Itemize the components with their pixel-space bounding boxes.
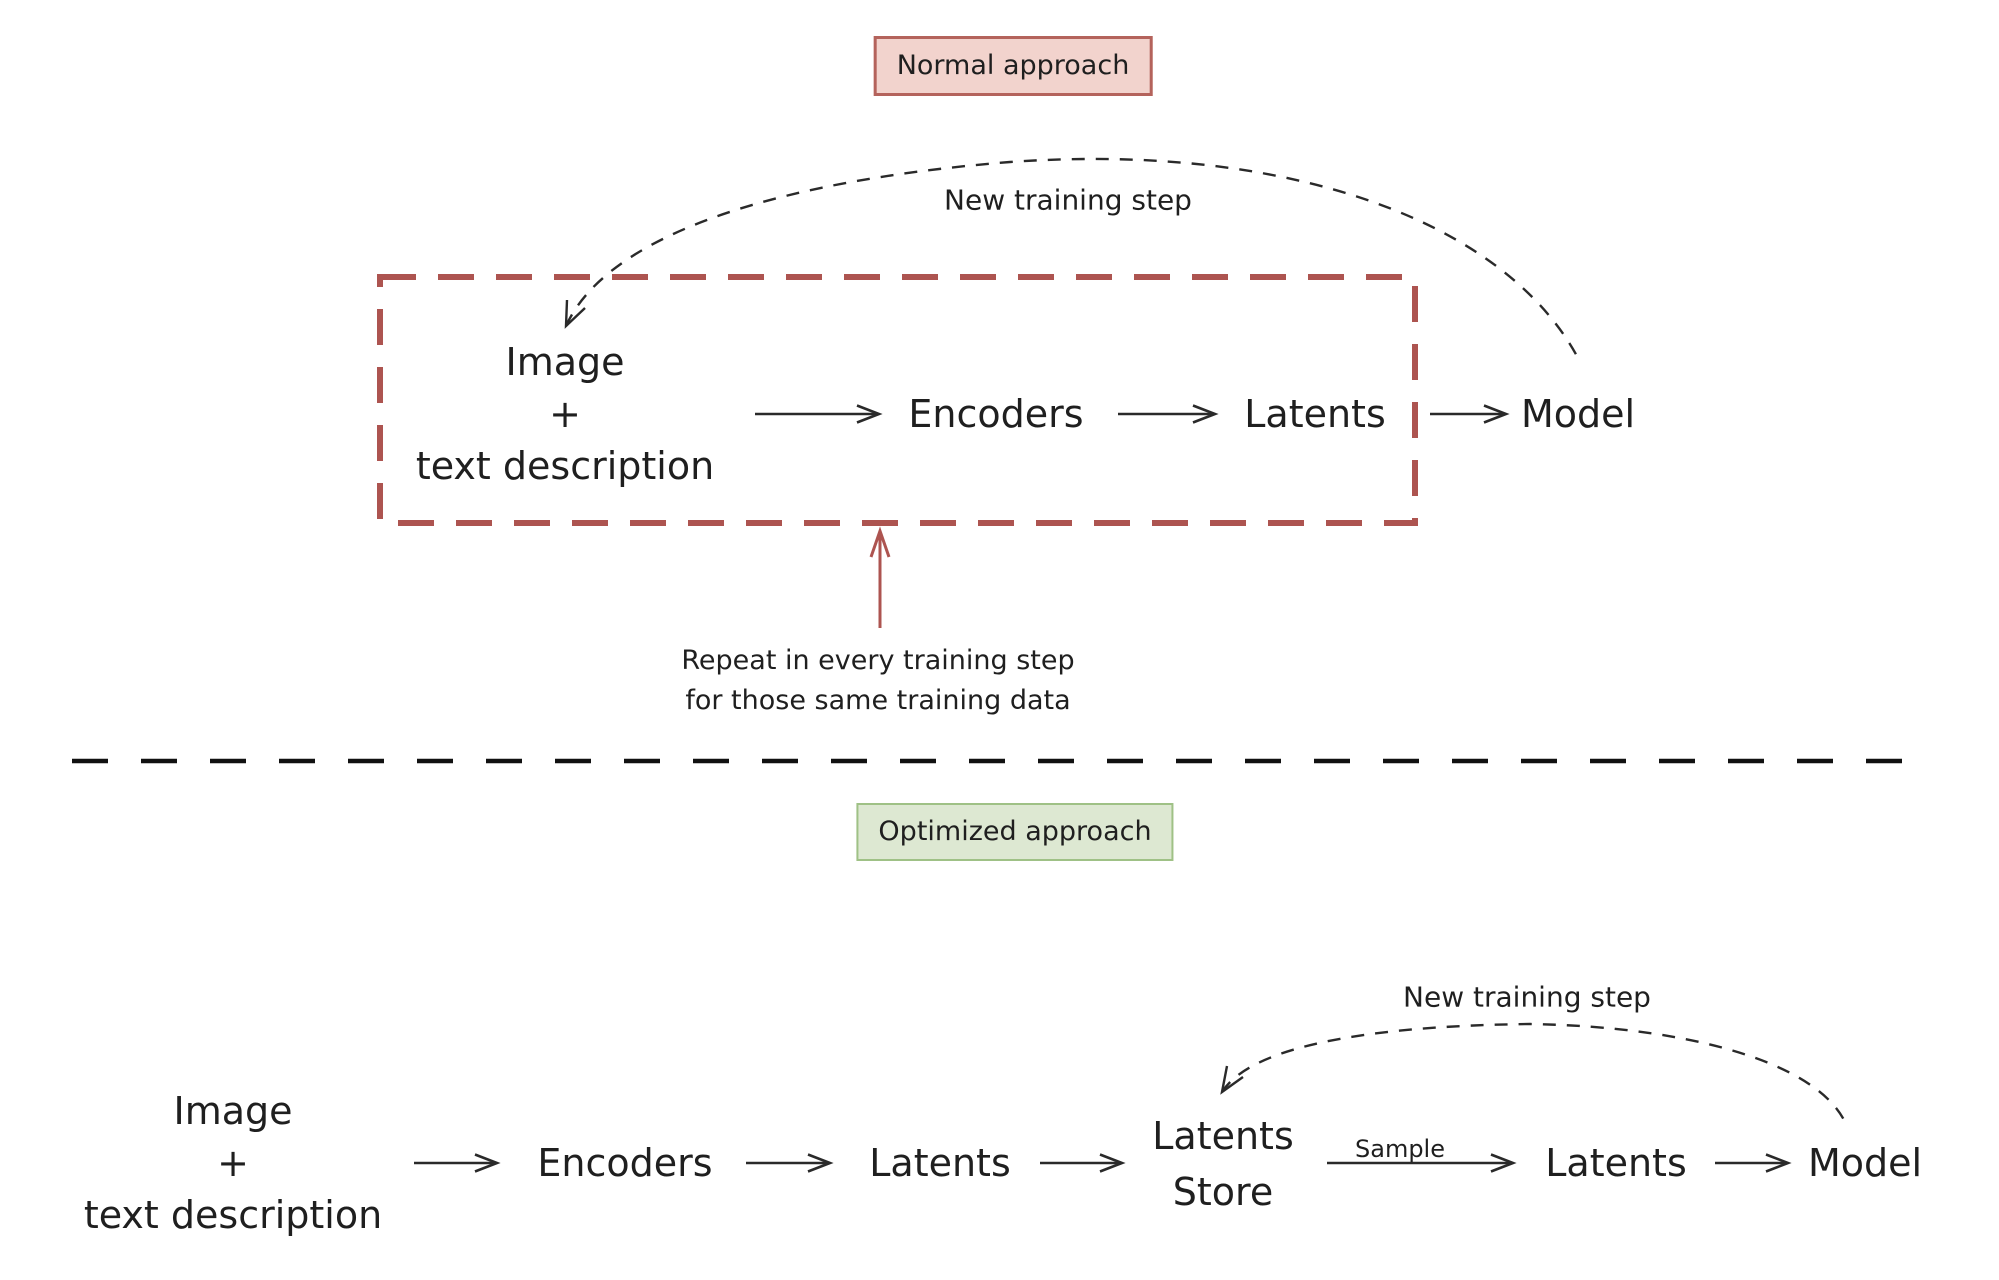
- arrow-encoders-to-latents-top: [1118, 404, 1219, 424]
- node-model-top: Model: [1520, 392, 1636, 436]
- input-line-1: Image: [505, 340, 625, 384]
- arrow-latents-to-store-bottom: [1040, 1153, 1126, 1173]
- new-training-step-arc-bottom: [1220, 1022, 1847, 1123]
- node-latents-store: Latents Store: [1152, 1108, 1294, 1220]
- store-line-2: Store: [1172, 1170, 1274, 1214]
- repeat-line-1: Repeat in every training step: [681, 645, 1075, 676]
- node-image-text-bottom: Image + text description: [84, 1085, 382, 1241]
- node-encoders-bottom: Encoders: [537, 1141, 713, 1185]
- new-training-step-label-bottom: New training step: [1403, 980, 1651, 1014]
- store-line-1: Latents: [1152, 1114, 1294, 1158]
- new-training-step-label-top: New training step: [944, 183, 1192, 217]
- arrow-input-to-encoders-bottom: [414, 1153, 501, 1173]
- optimized-approach-badge: Optimized approach: [856, 803, 1174, 861]
- arrow-latents-to-model-bottom: [1715, 1153, 1792, 1173]
- node-latents-bottom-2: Latents: [1545, 1141, 1687, 1185]
- repeat-line-2: for those same training data: [685, 685, 1071, 716]
- arrowhead-loop-top-icon: [564, 299, 586, 329]
- normal-approach-badge: Normal approach: [873, 36, 1153, 96]
- input-line-3: text description: [415, 444, 715, 488]
- input-line-2: +: [549, 392, 581, 436]
- input-line-2: +: [217, 1141, 249, 1185]
- arrowhead-loop-bottom-icon: [1220, 1065, 1244, 1095]
- arrow-latents-to-model-top: [1430, 404, 1510, 424]
- node-encoders-top: Encoders: [908, 392, 1084, 436]
- training-data-dashed-box: [377, 274, 1418, 526]
- node-latents-bottom-1: Latents: [869, 1141, 1011, 1185]
- arrow-sample-store-to-latents: [1327, 1153, 1517, 1173]
- input-line-1: Image: [173, 1089, 293, 1133]
- arrow-encoders-to-latents-bottom: [746, 1153, 834, 1173]
- arrow-input-to-encoders-top: [755, 404, 883, 424]
- repeat-annotation: Repeat in every training step for those …: [681, 641, 1074, 721]
- new-training-step-arc-top: [564, 157, 1580, 359]
- node-model-bottom: Model: [1807, 1141, 1923, 1185]
- sample-arrow-label: Sample: [1355, 1135, 1445, 1163]
- node-latents-top: Latents: [1244, 392, 1386, 436]
- repeat-arrow: [869, 526, 891, 628]
- node-image-text-top: Image + text description: [416, 336, 714, 492]
- input-line-3: text description: [83, 1193, 383, 1237]
